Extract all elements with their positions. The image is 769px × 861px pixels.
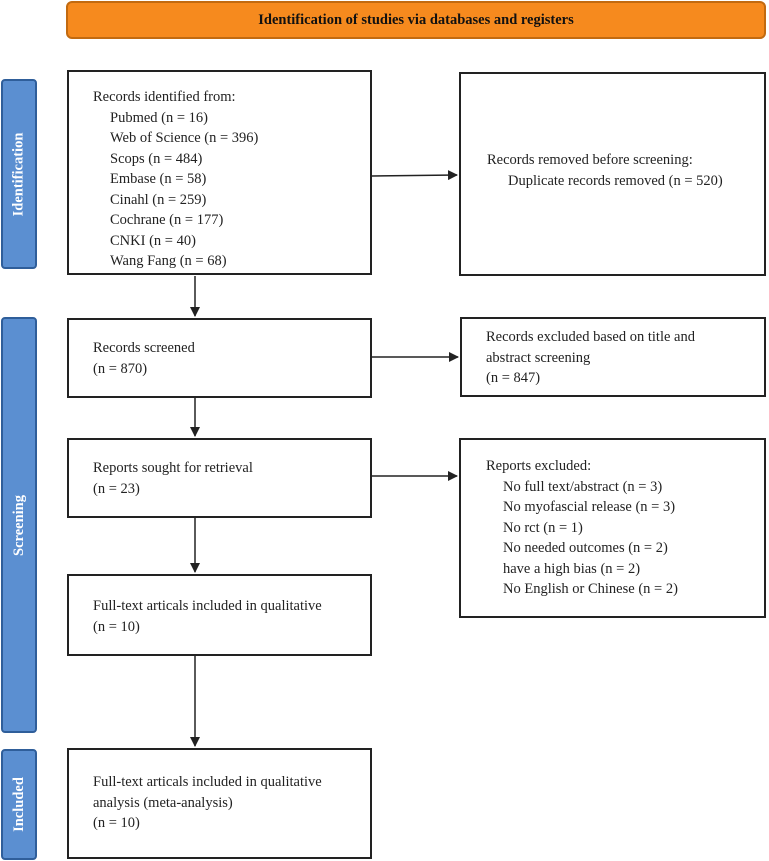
- source-item: Wang Fang (n = 68): [110, 253, 227, 269]
- reports-sought-count: (n = 23): [93, 480, 140, 497]
- exclusion-reason: No full text/abstract (n = 3): [503, 478, 663, 495]
- records-identified-box: Records identified from: Pubmed (n = 16)…: [67, 70, 372, 275]
- records-identified-title: Records identified from:: [93, 89, 236, 105]
- qualitative-box: Full-text articals included in qualitati…: [67, 574, 372, 656]
- source-item: Web of Science (n = 396): [110, 130, 259, 146]
- duplicates-removed: Duplicate records removed (n = 520): [508, 172, 723, 189]
- records-screened-count: (n = 870): [93, 360, 148, 377]
- source-item: Cinahl (n = 259): [110, 191, 207, 208]
- reports-sought-box: Reports sought for retrieval (n = 23): [67, 438, 372, 518]
- records-excluded-line1: Records excluded based on title and: [486, 329, 695, 345]
- qualitative-title: Full-text articals included in qualitati…: [93, 598, 322, 614]
- records-screened-box: Records screened (n = 870): [67, 318, 372, 398]
- exclusion-reason: No rct (n = 1): [503, 519, 583, 536]
- reports-excluded-title: Reports excluded:: [486, 458, 592, 474]
- records-removed-title: Records removed before screening:: [487, 152, 693, 168]
- exclusion-reason: No English or Chinese (n = 2): [503, 581, 678, 597]
- records-screened-title: Records screened: [93, 340, 195, 356]
- header-title: Identification of studies via databases …: [258, 11, 574, 28]
- source-item: Pubmed (n = 16): [110, 109, 208, 126]
- phase-included: Included: [1, 749, 37, 860]
- exclusion-reason: have a high bias (n = 2): [503, 560, 641, 577]
- arrow-identified-to-removed: [371, 170, 458, 181]
- source-item: Scops (n = 484): [110, 150, 203, 167]
- records-excluded-box: Records excluded based on title and abst…: [460, 317, 766, 397]
- meta-analysis-line2: analysis (meta-analysis): [93, 794, 233, 811]
- reports-sought-title: Reports sought for retrieval: [93, 460, 253, 476]
- exclusion-reason: No myofascial release (n = 3): [503, 499, 676, 515]
- reports-excluded-box: Reports excluded: No full text/abstract …: [459, 438, 766, 618]
- source-item: Cochrane (n = 177): [110, 212, 224, 228]
- meta-analysis-box: Full-text articals included in qualitati…: [67, 748, 372, 859]
- meta-analysis-line1: Full-text articals included in qualitati…: [93, 774, 322, 790]
- records-removed-box: Records removed before screening: Duplic…: [459, 72, 766, 276]
- source-item: Embase (n = 58): [110, 171, 207, 187]
- records-excluded-line2: abstract screening: [486, 349, 591, 366]
- phase-identification: Identification: [1, 79, 37, 269]
- qualitative-count: (n = 10): [93, 618, 140, 635]
- meta-analysis-count: (n = 10): [93, 815, 140, 831]
- exclusion-reason: No needed outcomes (n = 2): [503, 540, 668, 556]
- phase-screening: Screening: [1, 317, 37, 733]
- source-item: CNKI (n = 40): [110, 232, 196, 249]
- records-excluded-count: (n = 847): [486, 370, 541, 386]
- header-banner: Identification of studies via databases …: [66, 1, 766, 39]
